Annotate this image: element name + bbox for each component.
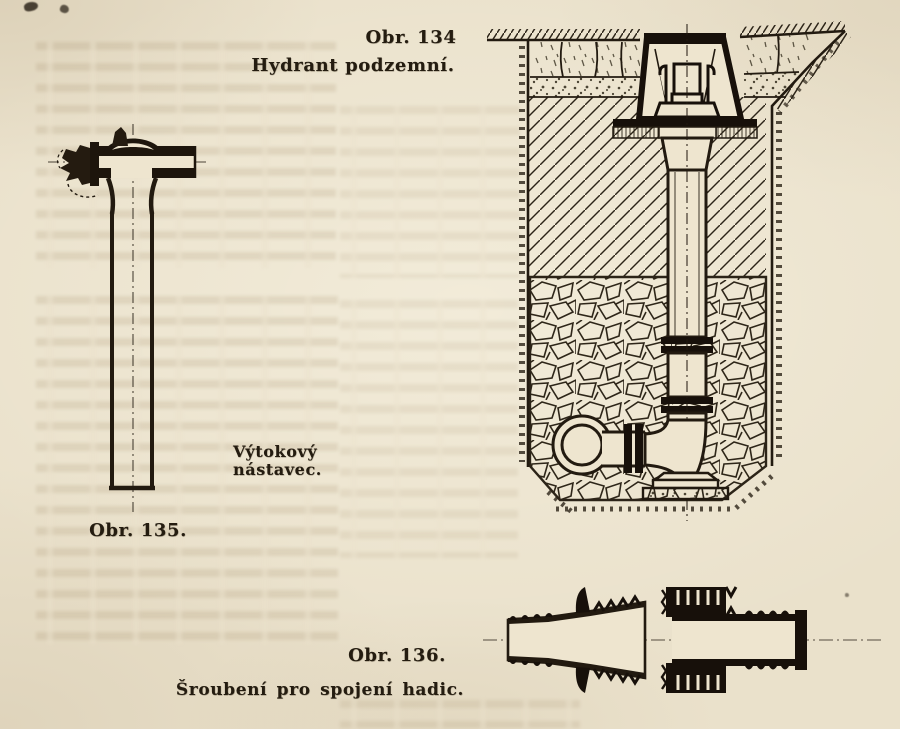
fig-136-caption: Šroubení pro spojení hadic. (175, 680, 465, 700)
fig-135-standpipe-drawing (48, 124, 207, 512)
fig-136-number: Obr. 136. (348, 645, 446, 666)
fig-135-caption-line2: nástavec. (233, 460, 322, 479)
ink-speck (58, 3, 71, 15)
fig-135-caption: Výtokový nástavec. (233, 443, 322, 479)
fig-134-caption: Hydrant podzemní. (251, 55, 455, 76)
ink-speck (23, 0, 39, 13)
fig-135-number: Obr. 135. (89, 520, 187, 541)
ink-speck (845, 593, 849, 597)
fig-135-caption-line1: Výtokový (233, 442, 318, 461)
fig-134-underground-hydrant-drawing (487, 21, 851, 521)
fig-134-number: Obr. 134 (365, 27, 457, 48)
fig-136-hose-coupling-drawing (483, 586, 884, 693)
